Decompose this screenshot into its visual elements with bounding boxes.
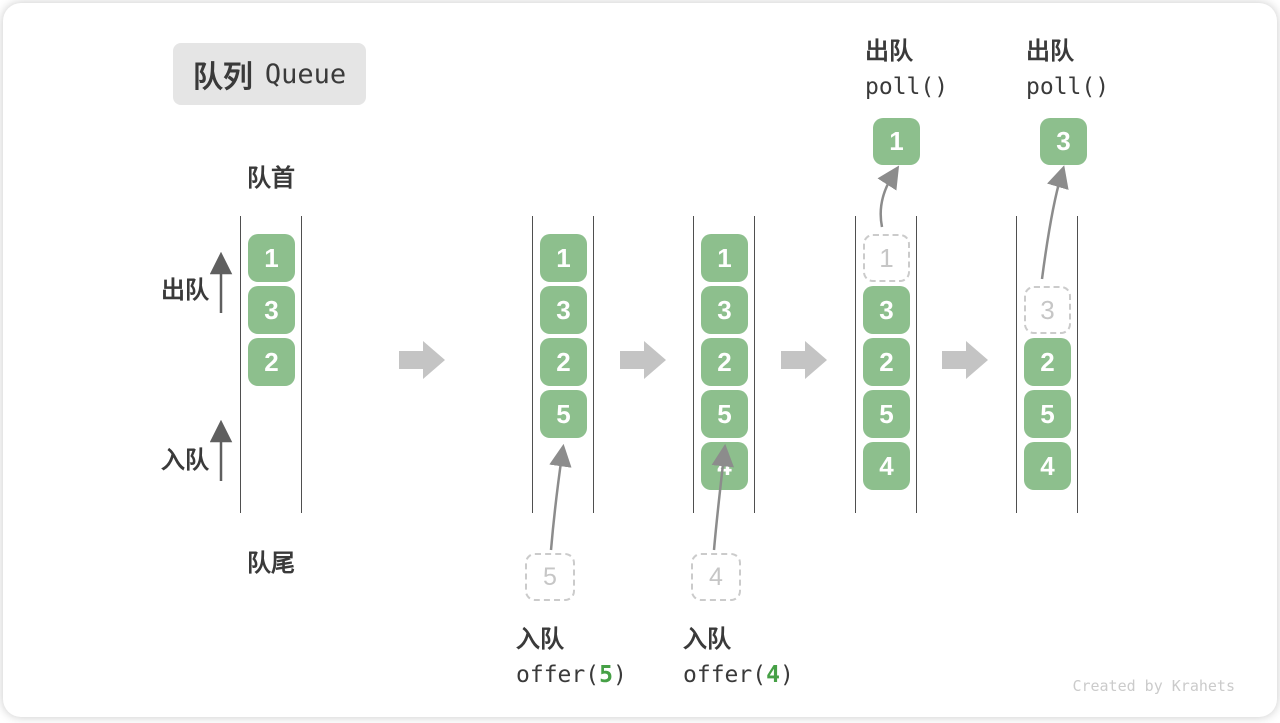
queue-item: 3: [540, 286, 587, 334]
queue-state-1: 1 3 2: [240, 216, 302, 513]
queue-item: 3: [863, 286, 910, 334]
queue-item: 4: [863, 442, 910, 490]
diagram-canvas: 队列 Queue 队首 队尾 出队 入队 1 3 2 1 3 2 5 5 入队 …: [3, 3, 1277, 717]
dequeued-item-3: 3: [1040, 118, 1087, 165]
label-dequeue: 出队: [161, 277, 209, 304]
removed-item-slot: 1: [863, 234, 910, 282]
step-arrow-3: [781, 341, 827, 379]
queue-item: 1: [248, 234, 295, 282]
arrows-overlay: [209, 165, 1069, 551]
title-chinese: 队列: [192, 61, 253, 94]
op-code: poll(): [1026, 74, 1110, 100]
queue-item: 5: [1024, 390, 1071, 438]
queue-item: 3: [248, 286, 295, 334]
op-code: offer(4): [683, 662, 794, 688]
op-label: 入队: [683, 626, 731, 653]
queue-item: 2: [1024, 338, 1071, 386]
step-arrow-2: [620, 341, 666, 379]
incoming-item-4: 4: [691, 553, 741, 601]
queue-item: 3: [701, 286, 748, 334]
label-enqueue: 入队: [161, 447, 209, 474]
queue-state-5: 3 2 5 4: [1016, 216, 1078, 513]
queue-state-4: 1 3 2 5 4: [855, 216, 917, 513]
op-label: 出队: [865, 38, 913, 65]
queue-state-2: 1 3 2 5: [532, 216, 594, 513]
queue-item: 1: [701, 234, 748, 282]
step-arrow-1: [399, 341, 445, 379]
queue-item: 5: [863, 390, 910, 438]
step-arrow-4: [942, 341, 988, 379]
queue-item: 1: [540, 234, 587, 282]
op-enqueue-offer5: 入队 offer(5): [516, 619, 627, 688]
op-dequeue-poll-2: 出队 poll(): [1026, 31, 1109, 100]
op-code: offer(5): [516, 662, 627, 688]
queue-item: 2: [248, 338, 295, 386]
queue-item: 2: [701, 338, 748, 386]
queue-item: 2: [540, 338, 587, 386]
queue-item: 4: [701, 442, 748, 490]
op-label: 入队: [516, 626, 564, 653]
queue-state-3: 1 3 2 5 4: [693, 216, 755, 513]
op-dequeue-poll-1: 出队 poll(): [865, 31, 948, 100]
op-code: poll(): [865, 74, 949, 100]
label-queue-rear: 队尾: [247, 550, 295, 577]
queue-item: 4: [1024, 442, 1071, 490]
op-enqueue-offer4: 入队 offer(4): [683, 619, 794, 688]
title-english: Queue: [264, 58, 347, 90]
incoming-item-5: 5: [525, 553, 575, 601]
watermark: Created by Krahets: [1072, 677, 1235, 695]
queue-item: 5: [540, 390, 587, 438]
dequeued-item-1: 1: [873, 118, 920, 165]
queue-item: 5: [701, 390, 748, 438]
diagram-title: 队列 Queue: [173, 43, 366, 105]
removed-item-slot: 3: [1024, 286, 1071, 334]
label-queue-front: 队首: [247, 165, 295, 192]
op-label: 出队: [1026, 38, 1074, 65]
queue-item: 2: [863, 338, 910, 386]
